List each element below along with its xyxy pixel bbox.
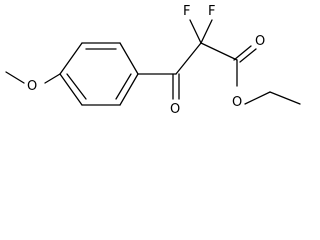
ring-bond-4 [119, 73, 139, 106]
bond-ester-oxygen-ethyl [244, 91, 271, 105]
ester-double-bond-a [233, 45, 252, 61]
bond-cf2-fluorine-2 [200, 19, 213, 44]
fluorine-label-1: F [183, 4, 190, 19]
bond-ketone-cf2 [175, 42, 202, 75]
bond-cf2-ester-carbon [200, 42, 238, 61]
ketone-oxygen-label: O [170, 102, 180, 117]
methoxy-oxygen-label: O [27, 79, 37, 94]
bond-ethyl [269, 91, 301, 105]
bond-methyl-methoxy-oxygen [5, 71, 25, 84]
ester-double-bond-b [239, 48, 257, 63]
ring-bond-3 [119, 42, 139, 75]
ester-oxygen-label: O [232, 95, 242, 110]
ring-double-bond-3 [66, 73, 87, 100]
fluorine-label-2: F [208, 4, 215, 19]
chemical-structure-diagram: O O F F O O [5, 4, 301, 117]
ring-bond-1 [59, 42, 83, 75]
ring-bond-6 [59, 73, 83, 106]
bond-methoxy-oxygen-ring [44, 73, 61, 84]
carbonyl-oxygen-label: O [255, 34, 265, 49]
ring-double-bond-2 [115, 73, 132, 100]
bond-cf2-fluorine-1 [189, 19, 202, 44]
